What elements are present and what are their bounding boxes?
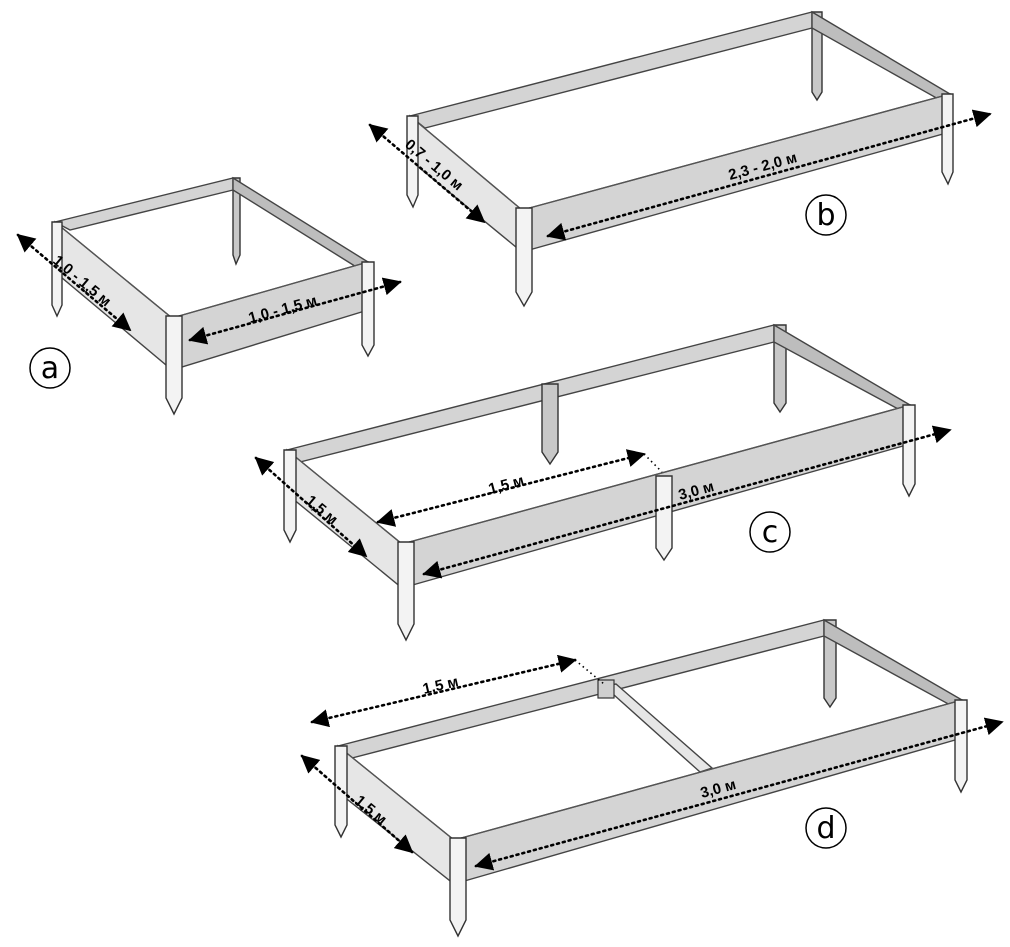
bed-b-right-wall-inner: [811, 10, 952, 101]
bed-a: 1,0 - 1,5 м 1,0 - 1,5 м a: [16, 176, 402, 416]
bed-a-width-dimension-line: [16, 233, 132, 332]
bed-d-back-wall: [336, 619, 825, 759]
bed-d-left-wall: [337, 744, 455, 886]
bed-d-length-dimension-line: [474, 717, 1004, 871]
bed-a-post-right: [361, 261, 375, 358]
bed-a-post-back-right: [232, 177, 241, 266]
bed-b-label-circle: [805, 194, 847, 236]
bed-d-cross-brace: [602, 683, 714, 773]
bed-c-back-wall: [285, 324, 775, 463]
bed-a-label-circle: [29, 347, 71, 389]
bed-d-post-back-right: [823, 619, 837, 709]
bed-c-length-dimension-line: [422, 425, 952, 579]
bed-a-right-wall-inner: [232, 176, 370, 269]
bed-d-section-dimension-line: [310, 654, 577, 728]
bed-d: 1,5 м 1,5 м 3,0 м d: [300, 618, 1004, 938]
bed-b-post-front: [515, 207, 533, 308]
bed-d-label: d: [816, 811, 835, 846]
bed-c-post-right: [902, 404, 916, 498]
bed-c-post-left: [283, 449, 297, 544]
bed-b-back-wall: [408, 11, 813, 129]
bed-b-left-wall: [409, 114, 523, 254]
bed-a-length-dimension-line: [188, 277, 402, 345]
bed-c-post-back-middle: [541, 383, 559, 466]
bed-c-right-wall-inner: [773, 323, 912, 411]
bed-d-post-front: [449, 837, 467, 938]
bed-b: 0,7 - 1,0 м 2,3 - 2,0 м b: [368, 10, 992, 308]
bed-c-post-front-middle: [655, 475, 673, 562]
bed-c-label-circle: [749, 511, 791, 553]
bed-d-label-circle: [805, 807, 847, 849]
bed-c: 1,5 м 1,5 м 3,0 м c: [254, 323, 952, 642]
bed-d-brace-bracket: [597, 679, 615, 699]
bed-c-width-dimension-line: [254, 456, 368, 558]
bed-a-label: a: [41, 351, 59, 386]
bed-a-post-front: [165, 315, 183, 416]
bed-b-post-right: [941, 93, 954, 186]
bed-c-post-front: [397, 541, 415, 642]
bed-b-length-dimension-line: [546, 109, 992, 241]
bed-b-width-dimension-line: [368, 123, 486, 224]
bed-c-section-label: 1,5 м: [487, 472, 526, 498]
bed-b-post-back-right: [811, 11, 823, 102]
bed-b-label: b: [816, 198, 835, 233]
bed-d-section-label: 1,5 м: [421, 673, 460, 698]
bed-d-post-right: [954, 699, 968, 794]
bed-c-label: c: [762, 515, 779, 550]
bed-d-width-dimension-line: [300, 754, 414, 854]
bed-d-post-left: [334, 745, 348, 839]
bed-d-right-wall-inner: [823, 618, 964, 707]
bed-a-back-wall: [53, 177, 234, 231]
